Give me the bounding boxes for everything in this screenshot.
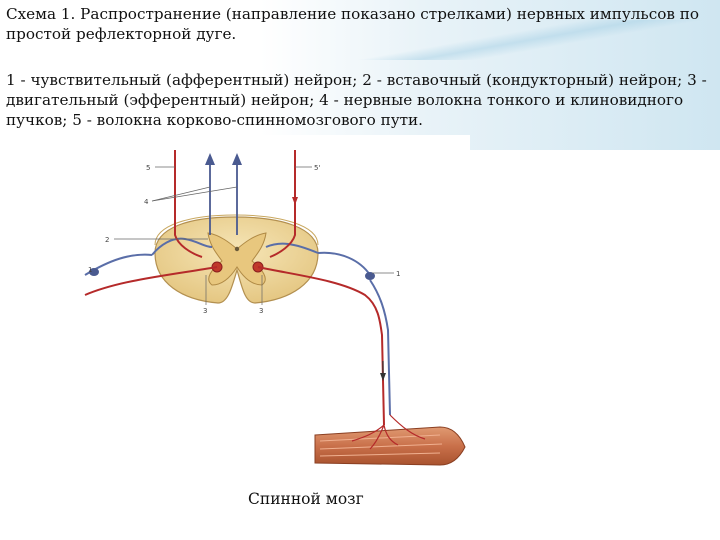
figure-caption: Спинной мозг bbox=[248, 490, 364, 508]
ascending-fibres bbox=[205, 153, 242, 235]
sensory-ganglion-left bbox=[89, 268, 99, 276]
label-5: 5 bbox=[146, 164, 150, 172]
slide-legend: 1 - чувствительный (афферентный) нейрон;… bbox=[6, 71, 707, 129]
muscle bbox=[314, 414, 466, 466]
motor-neuron bbox=[84, 150, 385, 426]
label-1-right: 1 bbox=[396, 270, 400, 278]
down-arrow-icon bbox=[380, 373, 386, 381]
sensory-neuron bbox=[84, 237, 391, 416]
reflex-arc-figure: 5 5' 4 2 1 1 3 3 bbox=[80, 135, 470, 485]
label-2: 2 bbox=[105, 236, 109, 244]
sensory-ganglion-right bbox=[365, 272, 375, 280]
label-4: 4 bbox=[144, 198, 149, 206]
down-arrow-icon bbox=[292, 197, 298, 205]
slide-title: Схема 1. Распространение (направление по… bbox=[6, 5, 699, 43]
slide-background-stroke bbox=[340, 20, 720, 60]
label-5-prime: 5' bbox=[314, 164, 320, 172]
label-3-left: 3 bbox=[203, 307, 207, 315]
reflex-arc-diagram: 5 5' 4 2 1 1 3 3 bbox=[84, 150, 466, 466]
spinal-cord-section bbox=[154, 214, 319, 304]
up-arrow-icon bbox=[232, 153, 242, 165]
up-arrow-icon bbox=[205, 153, 215, 165]
label-1-left: 1 bbox=[88, 266, 92, 274]
leader-lines bbox=[114, 166, 394, 305]
label-3-right: 3 bbox=[259, 307, 263, 315]
